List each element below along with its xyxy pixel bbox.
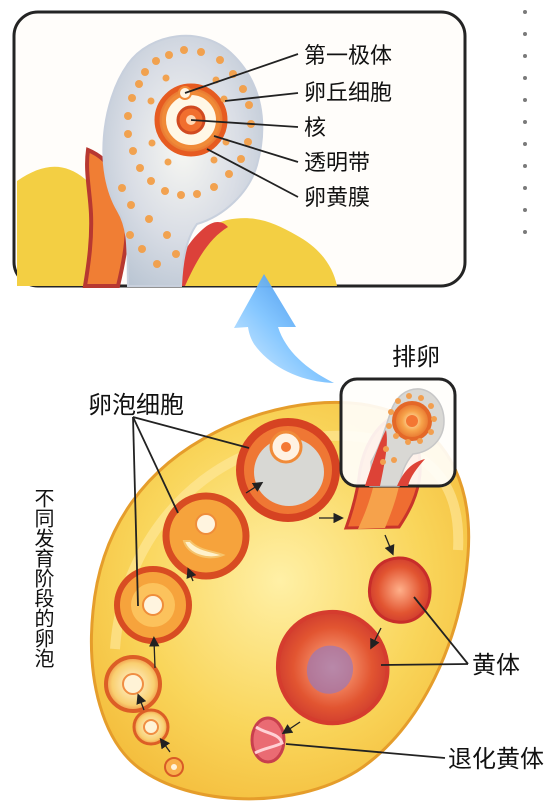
primordial-oocyte [171,764,177,770]
growing-follicle-2 [166,496,246,576]
label-nucleus: 核 [304,116,326,141]
ovulation-box [341,379,455,486]
label-first-polar-body: 第一极体 [304,44,392,69]
inset-panel: 第一极体 卵丘细胞 核 透明带 卵黄膜 [14,12,465,286]
label-vitelline-membrane: 卵黄膜 [304,186,370,211]
label-corpus-albicans: 退化黄体 [448,745,544,773]
ovulation-nucleus [406,415,418,427]
small-corpus-luteum [369,558,430,622]
corpus-albicans-group [252,718,284,762]
mature-nucleus [281,442,291,452]
label-zona-pellucida: 透明带 [304,151,370,176]
label-follicle-cells: 卵泡细胞 [88,391,184,419]
growing-oocyte-1 [143,595,163,615]
line-corpus-luteum-2 [381,664,468,665]
upward-arrow [234,274,334,383]
right-dotted-line [523,10,527,234]
secondary-oocyte [123,674,143,694]
label-ovulation: 排卵 [392,343,440,371]
label-cumulus-cells: 卵丘细胞 [304,81,392,106]
label-corpus-luteum: 黄体 [472,651,520,679]
growing-oocyte-2 [196,514,216,534]
side-caption: 不同发育阶段的卵泡 [30,488,54,668]
primary-oocyte [144,720,158,734]
